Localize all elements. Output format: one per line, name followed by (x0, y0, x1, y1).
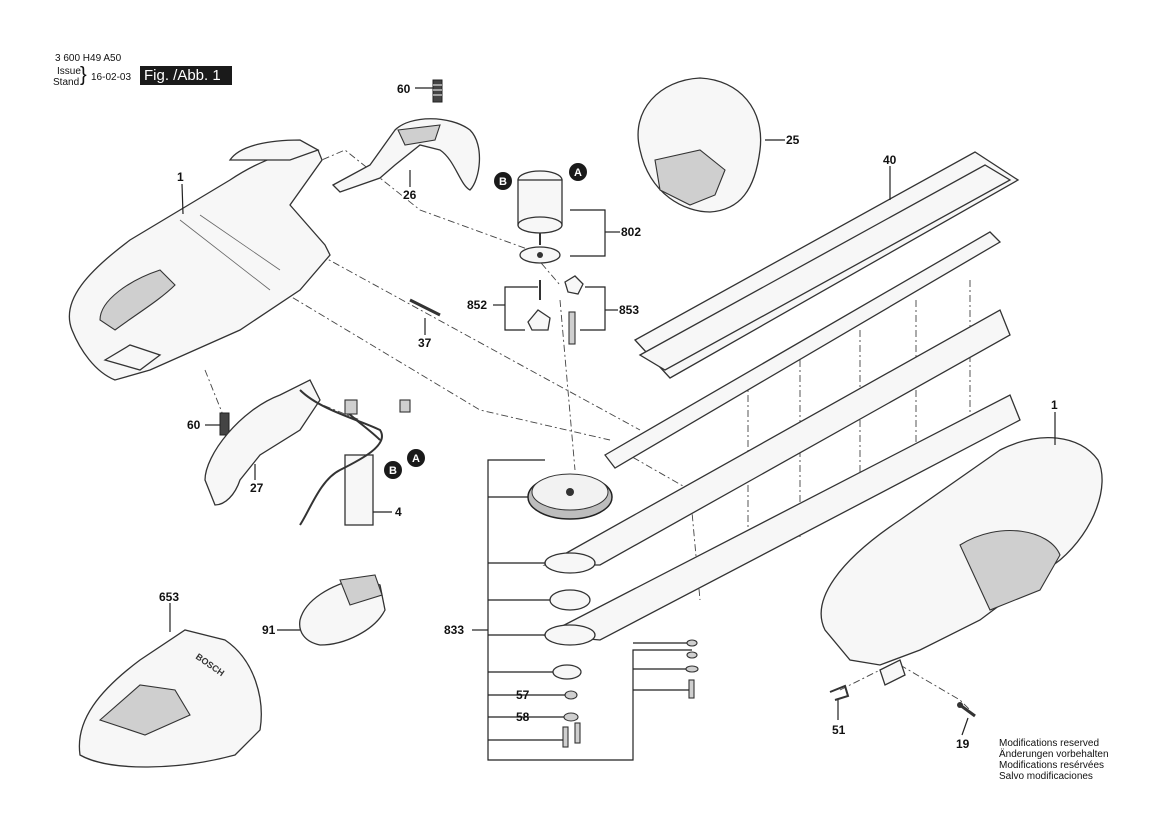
screw-part (957, 702, 976, 718)
gear-part (527, 473, 613, 520)
callout-blade-cover: 40 (883, 153, 897, 167)
callout-pin: 37 (418, 336, 432, 350)
svg-text:A: A (574, 167, 582, 179)
fastener-parts (552, 639, 699, 748)
figure-label: Fig. /Abb. 1 (140, 66, 232, 85)
svg-text:B: B (499, 176, 507, 188)
note-line-3: Modifications resérvées (999, 760, 1105, 771)
badge-b-motor: B (494, 172, 512, 190)
callout-wiring: 4 (395, 505, 402, 519)
issue-label: Issue (57, 66, 81, 77)
wiring-part (299, 389, 411, 526)
note-line-4: Salvo modificaciones (999, 771, 1093, 782)
svg-text:B: B (389, 465, 397, 477)
badge-a-motor: A (569, 163, 587, 181)
callout-charger: 653 (159, 590, 180, 604)
doc-number: 3 600 H49 A50 (55, 53, 122, 64)
clip-part (829, 684, 850, 701)
callout-58: 58 (516, 710, 530, 724)
charger-part: BOSCH (78, 629, 262, 768)
callout-handle-side: 27 (250, 481, 264, 495)
issue-date: 16-02-03 (91, 72, 132, 83)
pinion-parts (527, 275, 584, 345)
callout-57: 57 (516, 688, 530, 702)
housing-right-part (820, 437, 1103, 686)
stand-label: Stand (53, 77, 80, 88)
callout-clip: 51 (832, 723, 846, 737)
callout-housing-left: 1 (177, 170, 184, 184)
callout-handle-top: 26 (403, 188, 417, 202)
blade-cover-part (604, 151, 1020, 469)
callout-blade-set: 833 (444, 623, 465, 637)
header-brace: } (80, 64, 87, 86)
housing-left-part (68, 139, 331, 381)
handle-top-part (331, 118, 481, 193)
callout-852: 852 (467, 298, 488, 312)
blade-parts (542, 309, 1021, 646)
leader-lines (169, 87, 1056, 761)
motor-part (517, 170, 563, 264)
battery-part (299, 574, 386, 646)
callout-guard: 25 (786, 133, 800, 147)
callout-spring-left: 60 (187, 418, 201, 432)
spring-left-part (219, 412, 230, 436)
note-line-1: Modifications reserved (999, 738, 1100, 749)
callout-853: 853 (619, 303, 640, 317)
handle-side-part (204, 379, 321, 506)
spring-top-part (432, 79, 443, 103)
badge-b-wiring: B (384, 461, 402, 479)
svg-text:A: A (412, 453, 420, 465)
badge-a-wiring: A (407, 449, 425, 467)
callout-housing-right: 1 (1051, 398, 1058, 412)
callout-motor-set: 802 (621, 225, 642, 239)
note-line-2: Änderungen vorbehalten (999, 749, 1109, 760)
callout-battery: 91 (262, 623, 276, 637)
guard-part (637, 77, 762, 213)
callout-screw: 19 (956, 737, 970, 751)
callout-spring-top: 60 (397, 82, 411, 96)
pin-part (409, 298, 441, 317)
